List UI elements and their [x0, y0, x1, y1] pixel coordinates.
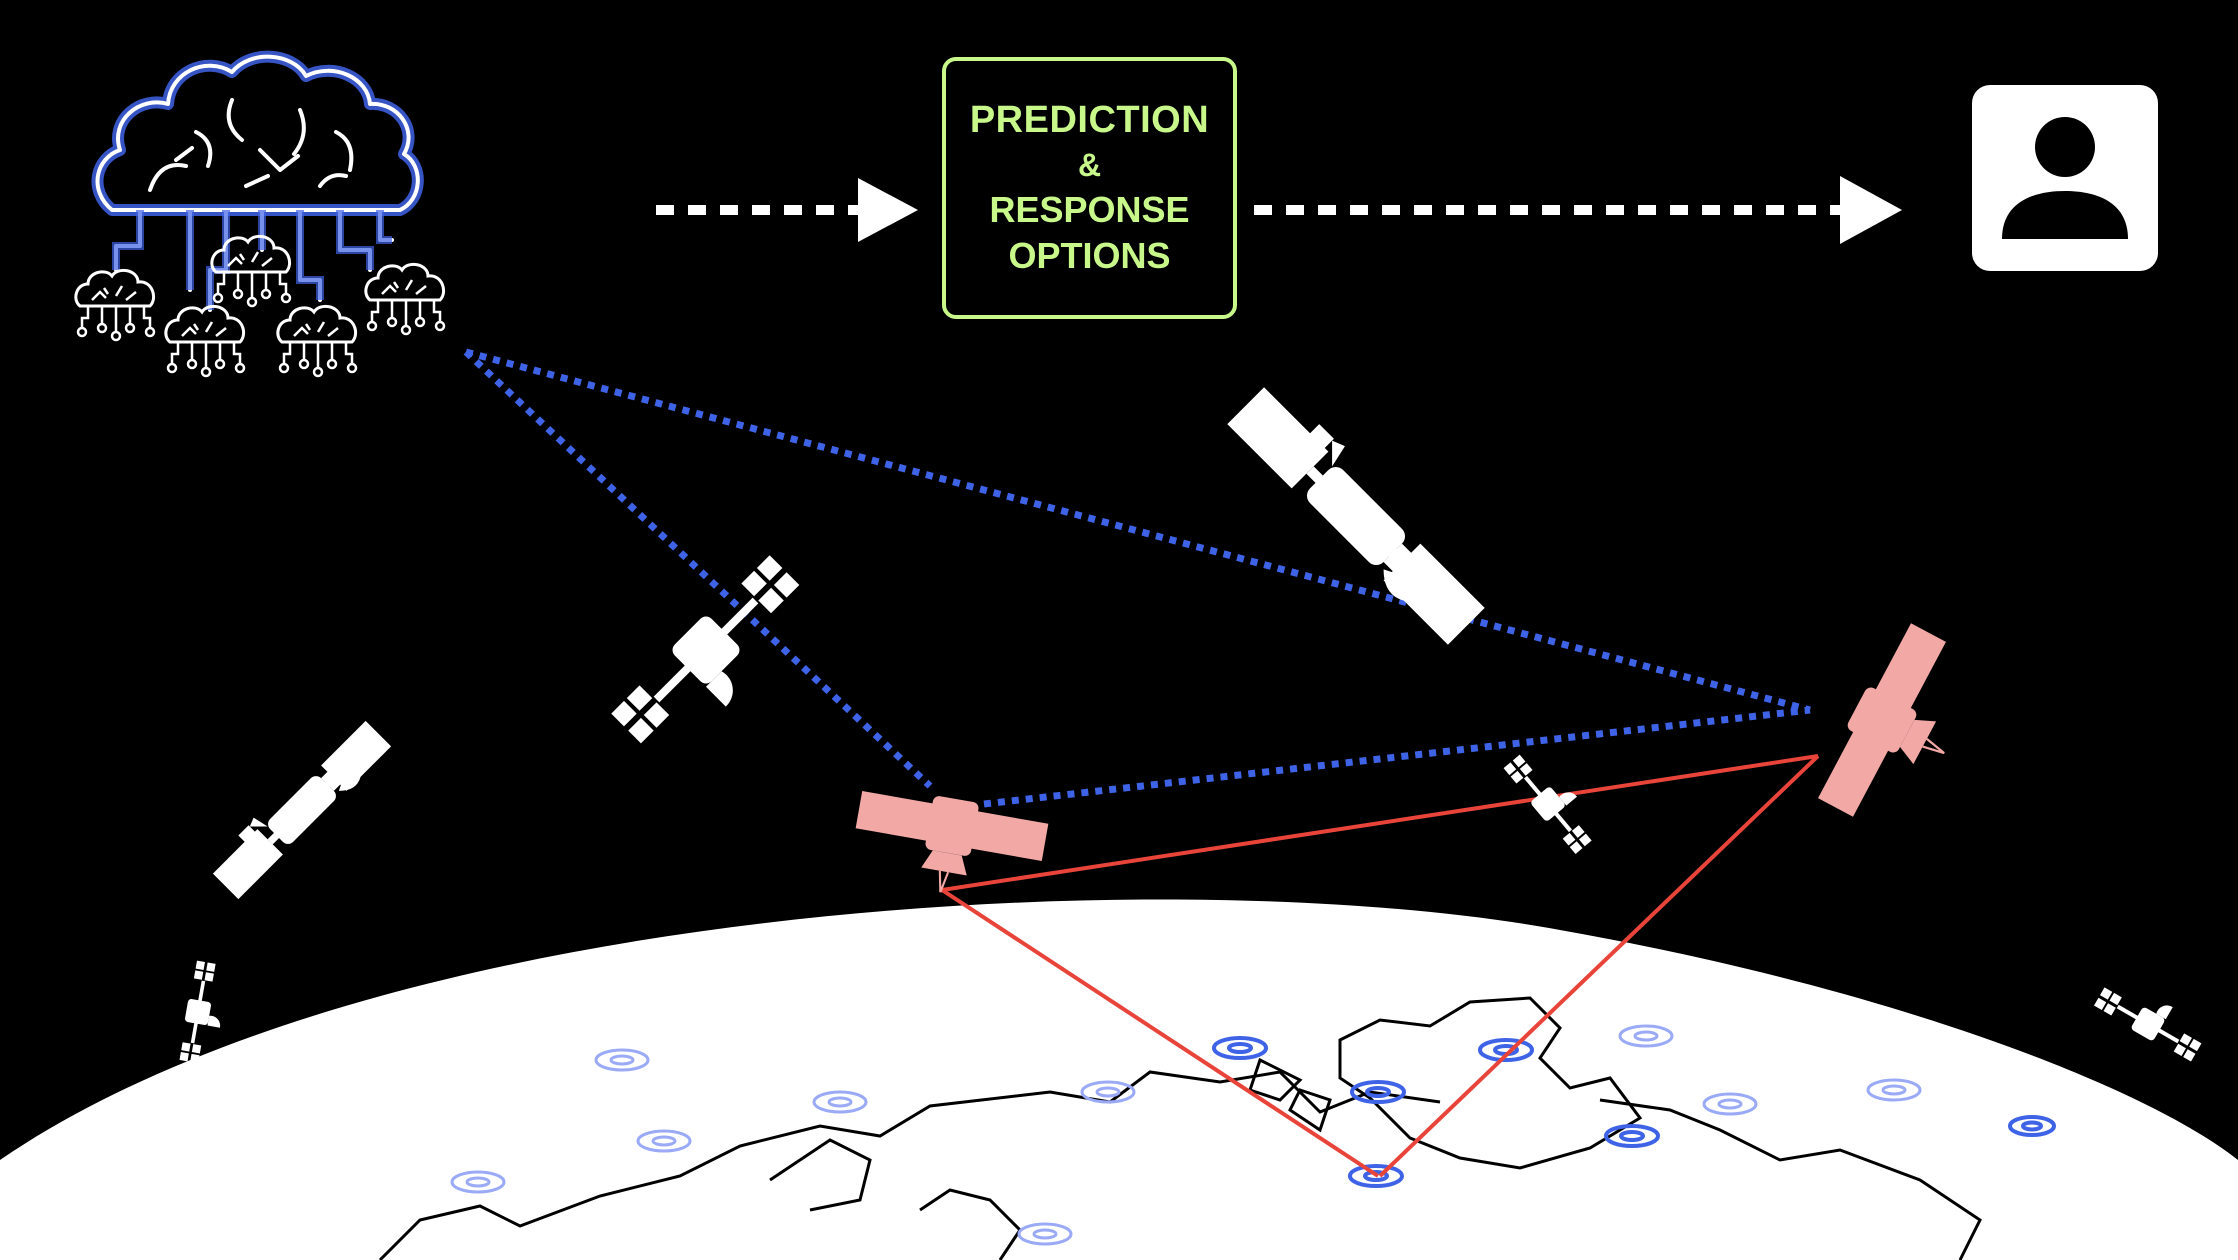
- active-link: [940, 888, 1380, 1178]
- data-link-lines: [463, 348, 1811, 808]
- prediction-label: PREDICTION: [969, 99, 1210, 141]
- ground-stations: [450, 1024, 2056, 1246]
- ground-station: [594, 1048, 650, 1072]
- ground-station: [1017, 1222, 1073, 1246]
- ground-station: [1866, 1078, 1922, 1102]
- ground-station: [1080, 1080, 1136, 1104]
- ground-station: [636, 1129, 692, 1153]
- ground-station: [1348, 1164, 1404, 1188]
- coastline-bay: [1248, 1057, 1332, 1133]
- active-satellite-icon: [1809, 618, 1992, 842]
- user-silhouette: [2002, 117, 2128, 239]
- options-label: OPTIONS: [1008, 235, 1171, 276]
- brain-network-icon: [74, 50, 446, 378]
- ground-station: [2008, 1115, 2056, 1137]
- active-link: [941, 754, 1819, 892]
- coastline-islands: [769, 1138, 1022, 1260]
- active-link: [1378, 754, 1820, 1178]
- ground-station: [1212, 1036, 1268, 1060]
- ground-station: [450, 1170, 506, 1194]
- ground-station: [1604, 1124, 1660, 1148]
- satellite-icon: [1502, 743, 1605, 856]
- satellite-icon: [205, 713, 393, 901]
- user-icon: [1972, 85, 2158, 271]
- earth-globe: [0, 899, 2238, 1260]
- ground-station: [812, 1090, 868, 1114]
- data-link: [983, 706, 1811, 808]
- prediction-response-box: PREDICTION & RESPONSE OPTIONS: [942, 57, 1237, 319]
- active-link-lines: [940, 754, 1820, 1178]
- response-label: RESPONSE: [989, 189, 1190, 230]
- data-link: [465, 348, 1811, 714]
- coastline-asia: [1338, 996, 1643, 1170]
- ampersand-label: &: [1077, 147, 1102, 183]
- coastline-north: [378, 1070, 1441, 1260]
- coastline-east: [1599, 1098, 1982, 1260]
- ground-station: [1350, 1080, 1406, 1104]
- satellite-icon: [1224, 376, 1496, 648]
- flow-arrow-to-prediction: [656, 178, 918, 242]
- ground-station: [1702, 1092, 1758, 1116]
- flow-arrow-to-user: [1254, 176, 1902, 244]
- satellite-icon: [2093, 972, 2211, 1064]
- ground-station: [1618, 1024, 1674, 1048]
